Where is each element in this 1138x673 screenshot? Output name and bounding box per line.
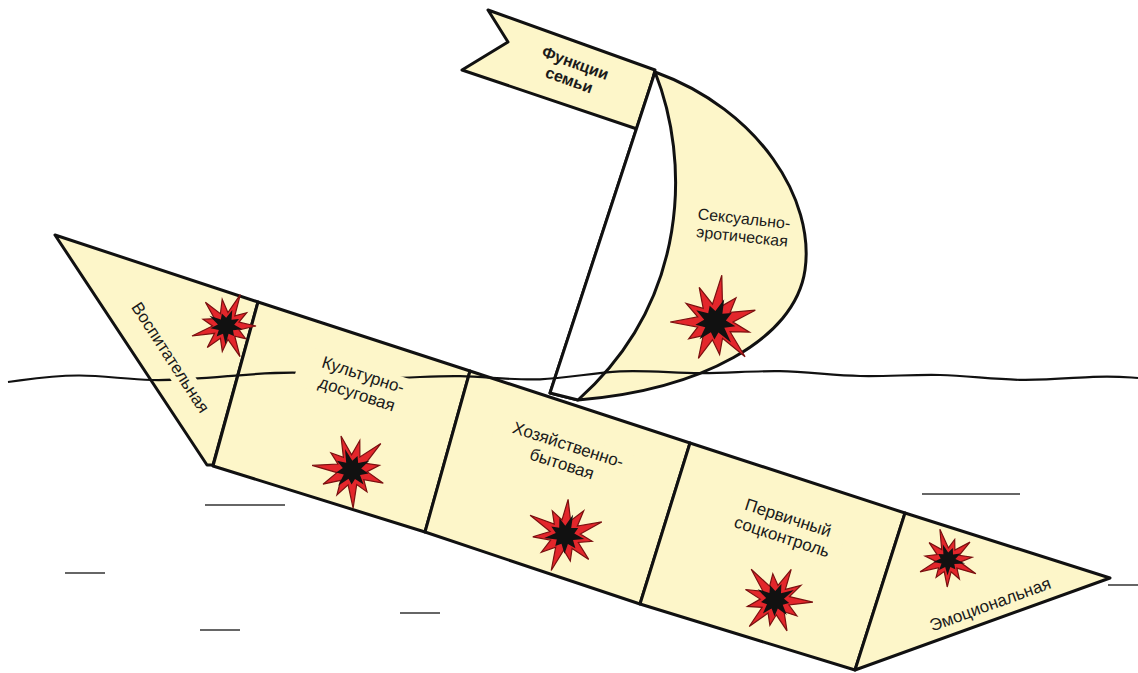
star-core <box>758 584 794 616</box>
water-dash <box>922 493 1020 495</box>
explosion-star <box>192 295 256 357</box>
star-outer <box>670 275 755 358</box>
water-dash <box>200 629 240 631</box>
shape-fill <box>550 72 806 400</box>
star-outer <box>192 295 256 357</box>
boat-section: Эмоциональная <box>850 508 1114 673</box>
shape-outline <box>850 508 1114 673</box>
water-dash <box>1108 584 1138 586</box>
shape-fill <box>855 513 1110 670</box>
wave-line <box>8 371 1138 382</box>
explosion-star <box>530 499 602 570</box>
shape-fill <box>213 302 470 532</box>
star-outer <box>746 569 813 631</box>
explosion-star <box>746 569 813 631</box>
star-core <box>933 544 965 575</box>
star-core <box>336 449 369 486</box>
explosion-star <box>670 275 755 358</box>
star-outer <box>312 436 383 508</box>
shape-fill <box>462 10 655 130</box>
star-core <box>544 515 584 554</box>
sail-fold <box>550 72 676 400</box>
explosion-star <box>920 529 976 587</box>
star-outer <box>530 499 602 570</box>
sail-section: Сексуально-эротическая <box>545 68 813 404</box>
star-core <box>209 310 242 345</box>
water-dash <box>205 504 285 506</box>
star-outer <box>920 529 976 587</box>
flag-banner: Функции семьи <box>455 5 660 135</box>
water-dash <box>400 612 440 614</box>
star-core <box>695 299 735 342</box>
water-dash <box>65 572 105 574</box>
explosion-star <box>312 436 383 508</box>
